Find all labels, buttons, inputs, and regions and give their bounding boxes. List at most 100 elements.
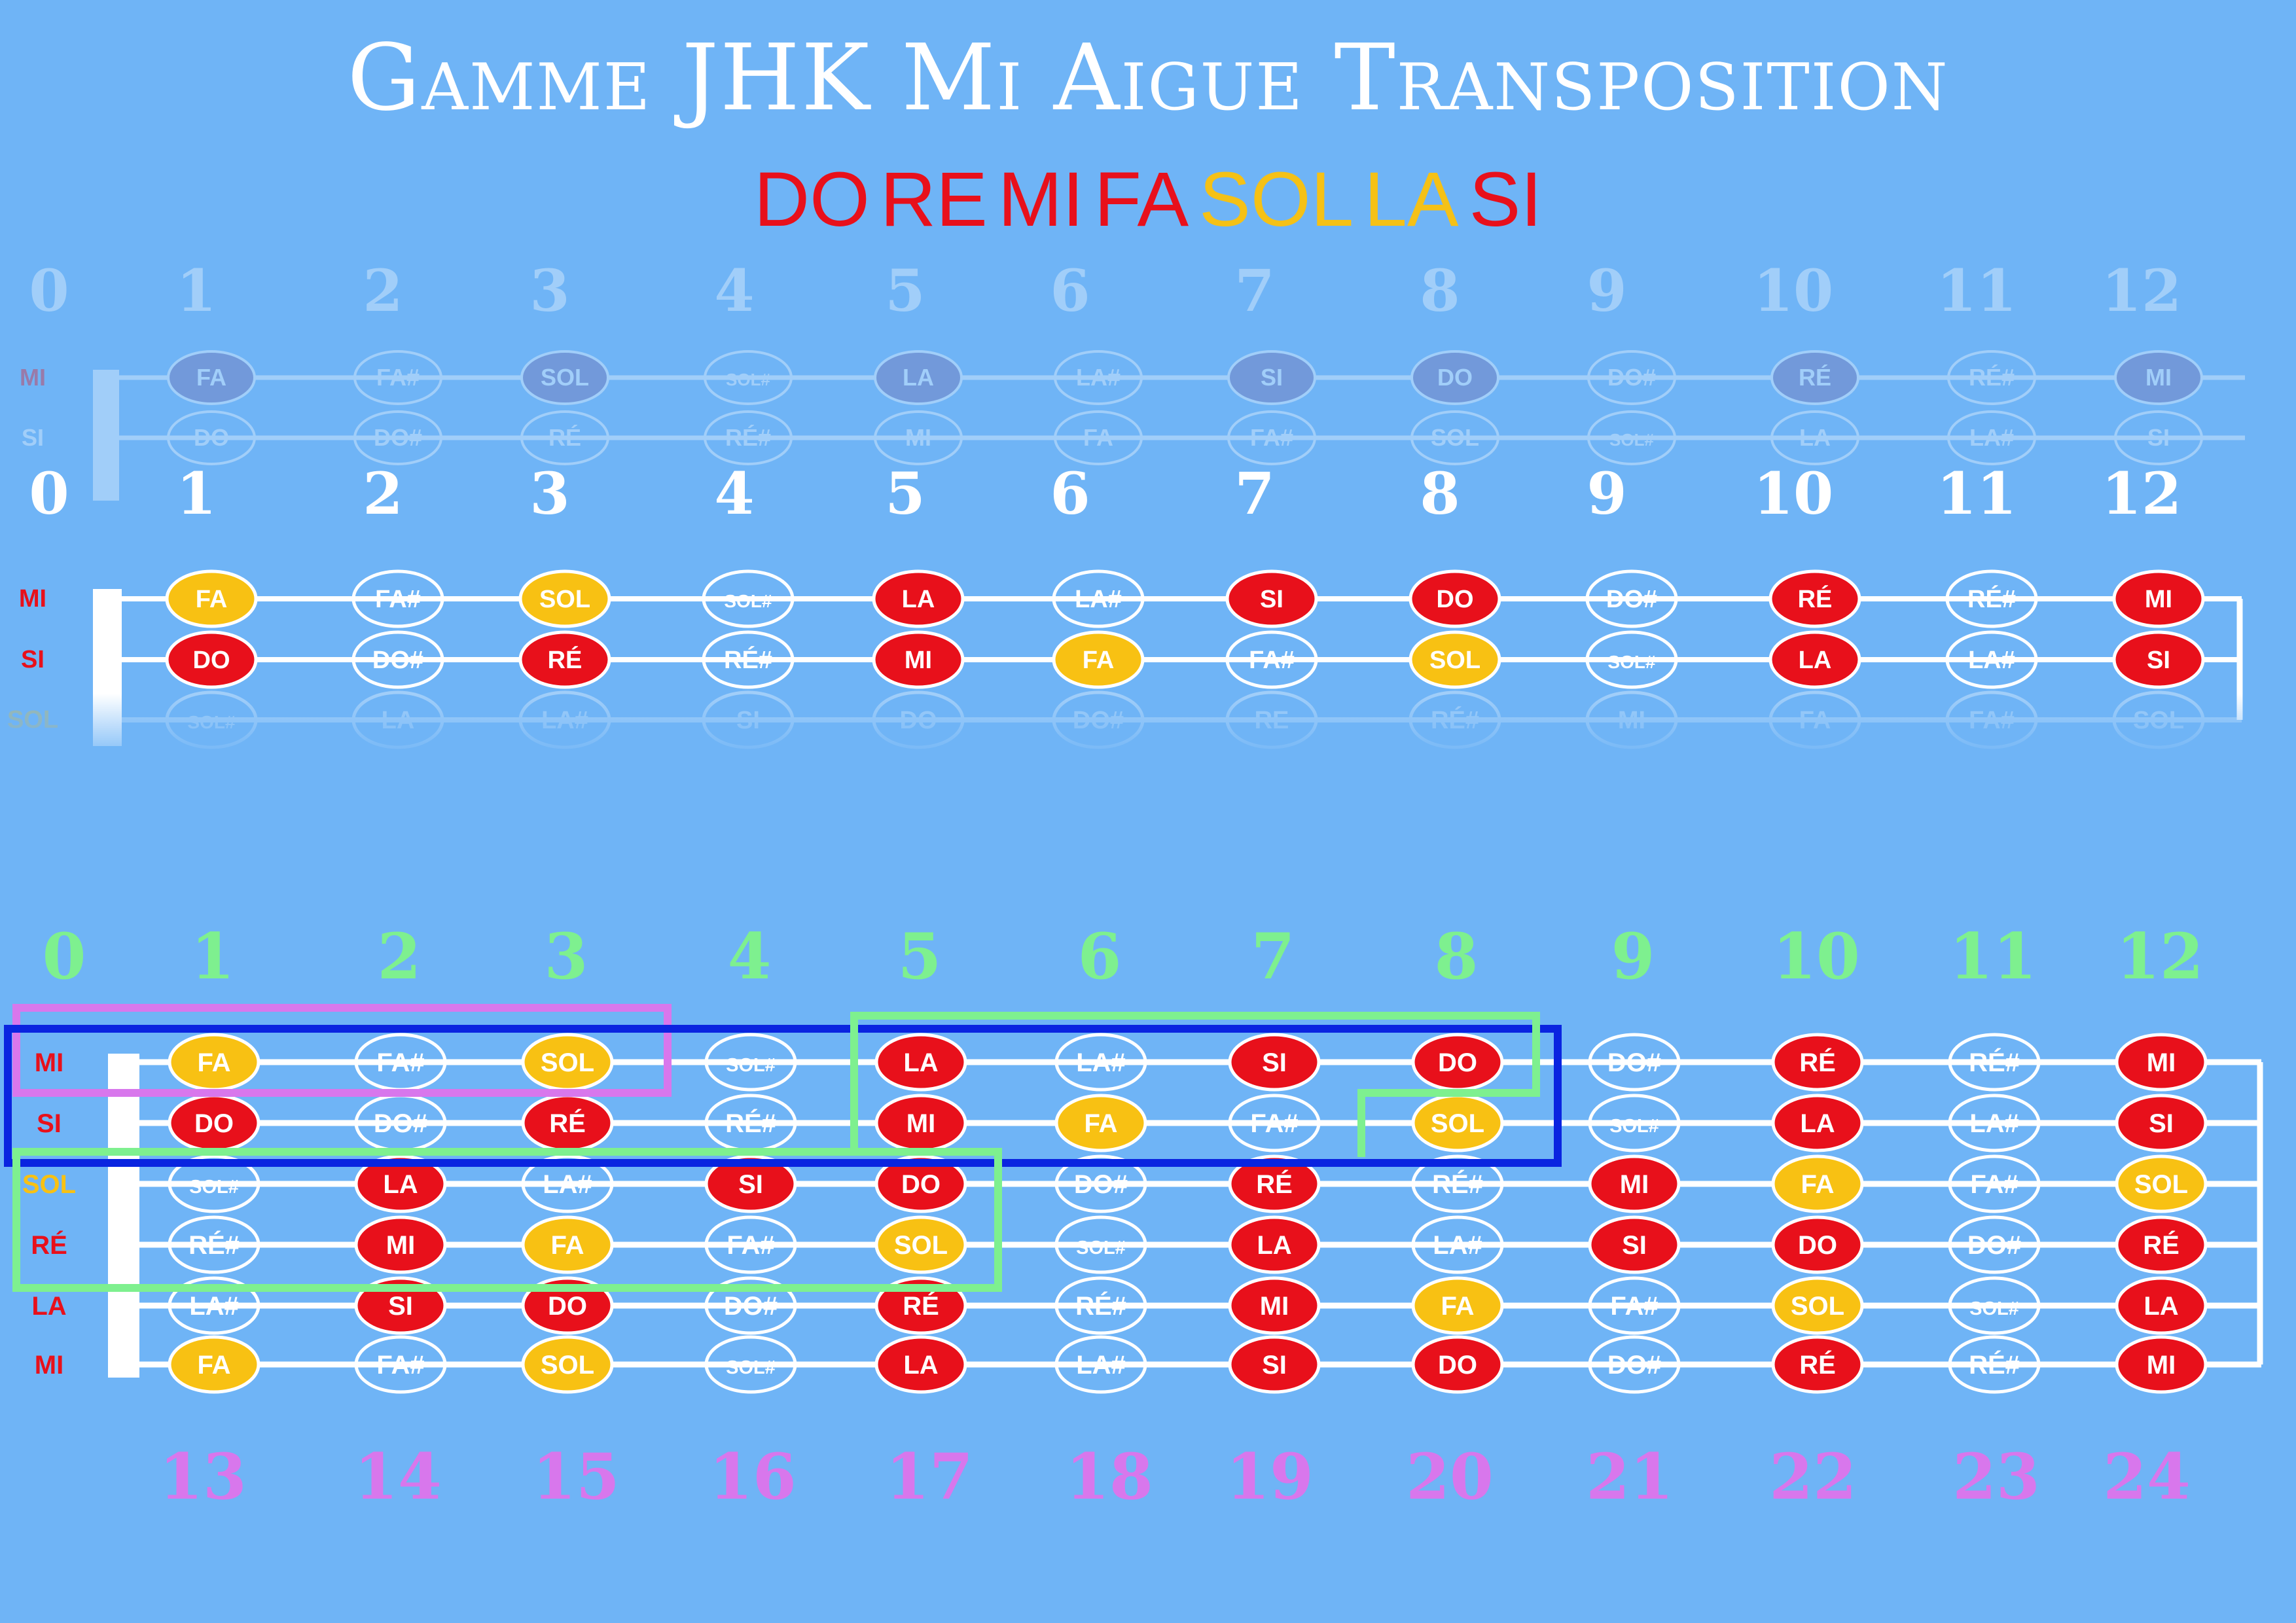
note-label: FA [550,1231,584,1260]
fret-number-faded-11: 11 [1937,257,2017,325]
note-circle-reflection [1947,410,2036,465]
note-label: DO [1437,586,1474,613]
octave-fret-number-19: 19 [1226,1440,1314,1514]
fret-number-11: 11 [1937,459,2017,527]
note-label: RÉ [2143,1230,2179,1260]
note-label-reflection: LA [1799,424,1831,451]
fret-number-0: 0 [29,459,69,527]
note-label-reflection: DO [194,424,229,451]
note-circle-reflection [1227,350,1316,405]
note-circle [1588,1033,1681,1092]
note-circle [872,630,965,689]
fret-number-faded-0: 0 [29,257,69,325]
note-label: DO# [1606,586,1657,613]
note-circle-reflection [1770,410,1859,465]
note-circle [354,1335,447,1394]
fret-number-faded-9: 9 [1587,257,1626,325]
note-label: SOL [894,1231,948,1260]
note-label: RÉ [549,1109,586,1138]
fret-number-9: 9 [1587,459,1626,527]
fret-number-11: 11 [1949,919,2037,993]
note-circle [1945,630,2038,689]
note-circle-reflection [167,410,256,465]
note-label: MI [1620,1170,1649,1199]
note-circle [168,1215,260,1274]
note-circle [1771,1094,1864,1152]
fret-number-faded-10: 10 [1753,257,1833,325]
note-circle [2115,1215,2208,1274]
note-label: RÉ# [725,1109,776,1138]
note-circle [1588,1094,1681,1152]
note-label: FA# [376,1048,424,1077]
fret-number-faded-1: 1 [176,257,216,325]
note-circle [1585,569,1678,628]
string-label: MI [35,1048,63,1077]
note-circle [2112,630,2205,689]
note-circle [1408,569,1501,628]
note-label-reflection: DO [1437,364,1473,391]
note-circle [1948,1276,2041,1335]
note-circle [1771,1154,1864,1213]
note-circle [1588,1215,1681,1274]
note-circle [165,569,258,628]
note-circle [1054,1215,1147,1274]
note-circle [1585,630,1678,689]
note-circle [1588,1154,1681,1213]
note-circle-reflection [167,350,256,405]
note-label: SI [738,1170,763,1199]
note-circle [1228,1335,1321,1394]
scale-note-sol: SOL [1199,156,1354,243]
string-label: SI [37,1109,62,1138]
note-circle [704,1154,797,1213]
note-label: SI [1622,1231,1647,1260]
note-label: DO [1438,1048,1477,1077]
fret-number-faded-8: 8 [1420,257,1460,325]
note-label: LA [1799,647,1832,674]
fret-number-1: 1 [176,459,216,527]
scale-note-la: LA [1364,156,1459,243]
note-circle-reflection [2114,350,2203,405]
note-label: SOL# [1969,1298,2019,1319]
note-circle [518,569,611,628]
note-label: SI [388,1292,413,1321]
note-label-reflection: DO# [1607,364,1656,391]
note-label: DO# [1967,1231,2021,1260]
fret-number-10: 10 [1772,919,1860,993]
note-label-reflection: RÉ# [1969,364,2015,391]
fret-number-7: 7 [1234,459,1274,527]
note-circle [1054,1033,1147,1092]
note-label: DO [193,647,230,674]
note-label-reflection: SOL# [1609,430,1654,450]
note-circle [521,1215,614,1274]
note-label: RÉ [1798,584,1833,613]
note-circle [1225,569,1318,628]
note-label: MI [1260,1292,1289,1321]
note-circle [521,1154,614,1213]
note-label: LA [1800,1109,1835,1138]
note-label-reflection: LA [903,364,934,391]
note-circle [168,1276,260,1335]
blue-position-box [4,1025,1562,1167]
note-circle [1948,1094,2041,1152]
note-circle [704,1033,797,1092]
note-label: RÉ [1799,1350,1836,1380]
fret-number-10: 10 [1753,459,1833,527]
note-circle [1771,1033,1864,1092]
octave-fret-number-13: 13 [159,1440,247,1514]
note-label: DO# [372,647,423,674]
note-circle [1948,1154,2041,1213]
octave-fret-number-16: 16 [709,1440,797,1514]
note-circle [354,1215,447,1274]
string-label: SOL [22,1170,76,1199]
note-label: SOL [1429,647,1480,674]
string-label: MI [35,1351,63,1380]
note-circle [704,1335,797,1394]
note-label: FA# [726,1231,774,1260]
note-circle [351,569,444,628]
note-label: MI [2147,1048,2176,1077]
octave-fret-number-24: 24 [2103,1440,2191,1514]
note-label: LA [2144,1292,2178,1321]
